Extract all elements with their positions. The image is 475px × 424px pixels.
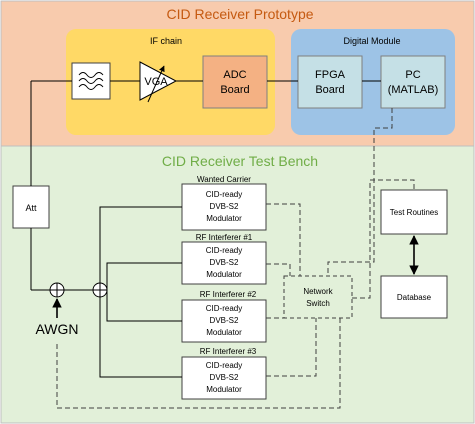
network-switch: [283, 275, 353, 319]
modulator-caption: RF Interferer #3: [200, 347, 257, 356]
prototype-title: CID Receiver Prototype: [166, 6, 313, 22]
awgn-label: AWGN: [35, 321, 78, 337]
modulator-line: Modulator: [206, 385, 242, 394]
modulator-caption: RF Interferer #1: [196, 233, 253, 242]
pc-label-line1: PC: [405, 69, 420, 81]
database-label: Database: [397, 293, 432, 302]
modulator-line: CID-ready: [206, 361, 242, 370]
filter-wave-icon: [78, 72, 104, 90]
modulator-wanted-carrier: Wanted Carrier CID-ready DVB-S2 Modulato…: [181, 175, 267, 231]
modulator-rf-interferer-1: RF Interferer #1 CID-ready DVB-S2 Modula…: [181, 233, 267, 285]
database-block: [380, 275, 448, 319]
if-chain-label: IF chain: [150, 36, 182, 46]
control-network-links: [56, 108, 415, 409]
modulator-line: DVB-S2: [210, 373, 239, 382]
attenuator-label: Att: [25, 203, 37, 213]
modulator-line: DVB-S2: [210, 258, 239, 267]
test-routines-block: [380, 189, 448, 235]
adc-board-label-line2: Board: [220, 84, 249, 96]
network-switch-label-line2: Switch: [306, 299, 330, 308]
carrier-summing-junction: [92, 282, 108, 298]
digital-module-label: Digital Module: [343, 36, 400, 46]
modulator-line: CID-ready: [206, 190, 242, 199]
modulator-line: CID-ready: [206, 304, 242, 313]
modulator-line: CID-ready: [206, 246, 242, 255]
modulator-line: Modulator: [206, 328, 242, 337]
vga-gain-arrow: [147, 65, 165, 103]
rf-signal-path: [30, 80, 182, 378]
fpga-board-label-line1: FPGA: [315, 69, 346, 81]
awgn-summing-junction: [49, 282, 65, 298]
adc-board: [202, 55, 268, 109]
modulator-line: DVB-S2: [210, 316, 239, 325]
fpga-board: [297, 55, 363, 109]
pc-block: [380, 55, 446, 109]
modulator-line: DVB-S2: [210, 202, 239, 211]
modulator-line: Modulator: [206, 270, 242, 279]
fpga-board-label-line2: Board: [315, 84, 344, 96]
network-switch-label-line1: Network: [303, 287, 333, 296]
vga-label: VGA: [144, 76, 168, 88]
test-bench-title: CID Receiver Test Bench: [162, 153, 318, 169]
bandpass-filter: [71, 62, 111, 100]
modulator-rf-interferer-2: RF Interferer #2 CID-ready DVB-S2 Modula…: [181, 290, 267, 343]
modulator-rf-interferer-3: RF Interferer #3 CID-ready DVB-S2 Modula…: [181, 347, 267, 400]
adc-board-label-line1: ADC: [223, 69, 246, 81]
pc-label-line2: (MATLAB): [388, 84, 439, 96]
modulator-line: Modulator: [206, 214, 242, 223]
modulator-caption: Wanted Carrier: [197, 175, 251, 184]
test-routines-label: Test Routines: [390, 208, 438, 217]
modulator-caption: RF Interferer #2: [200, 290, 257, 299]
